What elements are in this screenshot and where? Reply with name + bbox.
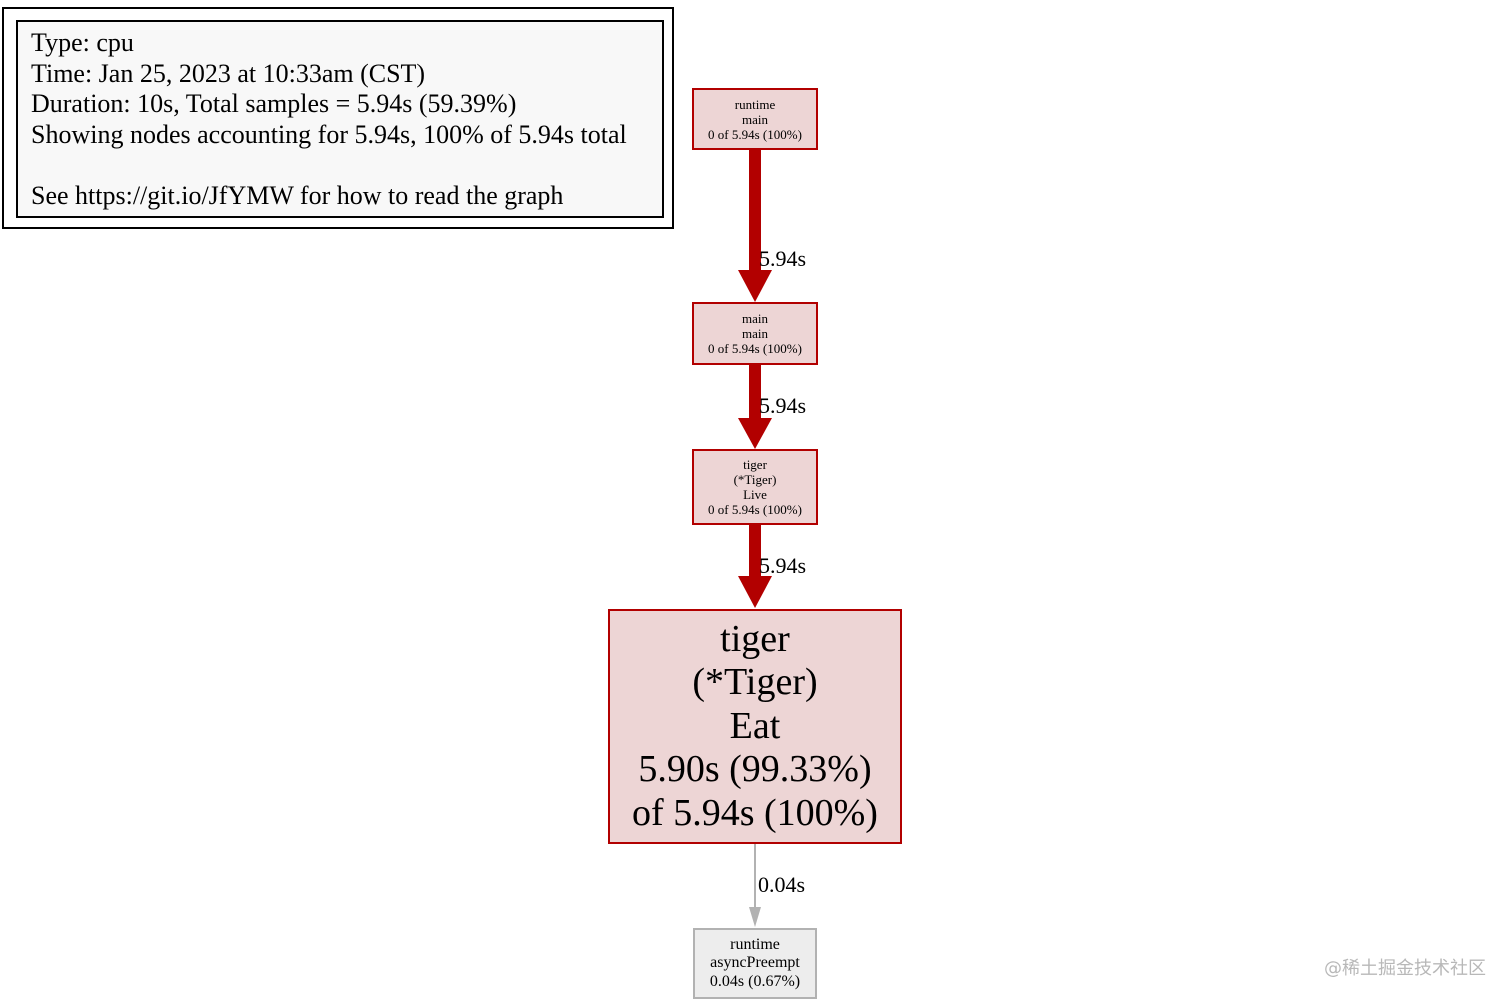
edge-live-to-eat [738, 524, 772, 608]
edge-label-live-to-eat: 5.94s [759, 553, 807, 578]
node-runtime-main[interactable]: runtime main 0 of 5.94s (100%) [692, 88, 818, 150]
node-main-main[interactable]: main main 0 of 5.94s (100%) [692, 302, 818, 365]
legend-showing: Showing nodes accounting for 5.94s, 100%… [31, 119, 627, 149]
legend-time: Time: Jan 25, 2023 at 10:33am (CST) [31, 58, 426, 88]
node-label-function: main [742, 111, 768, 127]
watermark: @稀土掘金技术社区 [1324, 958, 1486, 979]
legend-spacer [31, 150, 662, 181]
node-label-receiver: (*Tiger) [692, 661, 818, 704]
edge-main-to-live [738, 363, 772, 449]
node-label-package: runtime [734, 96, 776, 112]
legend-help: See https://git.io/JfYMW for how to read… [31, 181, 564, 210]
node-label-package: tiger [720, 617, 790, 660]
node-label-function: asyncPreempt [710, 954, 800, 972]
node-label-cost: 0 of 5.94s (100%) [708, 126, 802, 142]
node-label-cum-cost: of 5.94s (100%) [632, 791, 878, 834]
node-tiger-live[interactable]: tiger (*Tiger) Live 0 of 5.94s (100%) [692, 449, 818, 525]
edge-eat-to-preempt [749, 843, 761, 927]
node-label-function: Eat [729, 704, 781, 747]
node-tiger-eat[interactable]: tiger (*Tiger) Eat 5.90s (99.33%) of 5.9… [608, 609, 902, 844]
node-label-cost: 0 of 5.94s (100%) [708, 341, 802, 356]
node-label-function: Live [743, 487, 767, 502]
node-label-cost: 0.04s (0.67%) [709, 972, 801, 990]
legend-box: Type: cpu Time: Jan 25, 2023 at 10:33am … [2, 7, 674, 229]
node-label-package: tiger [743, 457, 767, 472]
edge-label-main-to-live: 5.94s [759, 393, 807, 418]
edge-runtime-to-main [738, 148, 772, 302]
node-label-flat-cost: 5.90s (99.33%) [638, 748, 872, 791]
node-label-cost: 0 of 5.94s (100%) [708, 502, 802, 517]
node-label-package: main [742, 311, 768, 326]
node-label-receiver: (*Tiger) [733, 472, 777, 487]
edge-label-eat-to-preempt: 0.04s [758, 872, 806, 897]
node-label-function: main [742, 326, 768, 341]
node-label-package: runtime [730, 935, 780, 953]
node-runtime-asyncpreempt[interactable]: runtime asyncPreempt 0.04s (0.67%) [693, 928, 817, 999]
legend-type: Type: cpu [31, 28, 134, 57]
legend-content: Type: cpu Time: Jan 25, 2023 at 10:33am … [16, 20, 664, 218]
legend-duration: Duration: 10s, Total samples = 5.94s (59… [31, 89, 517, 118]
edge-label-runtime-to-main: 5.94s [759, 246, 807, 271]
